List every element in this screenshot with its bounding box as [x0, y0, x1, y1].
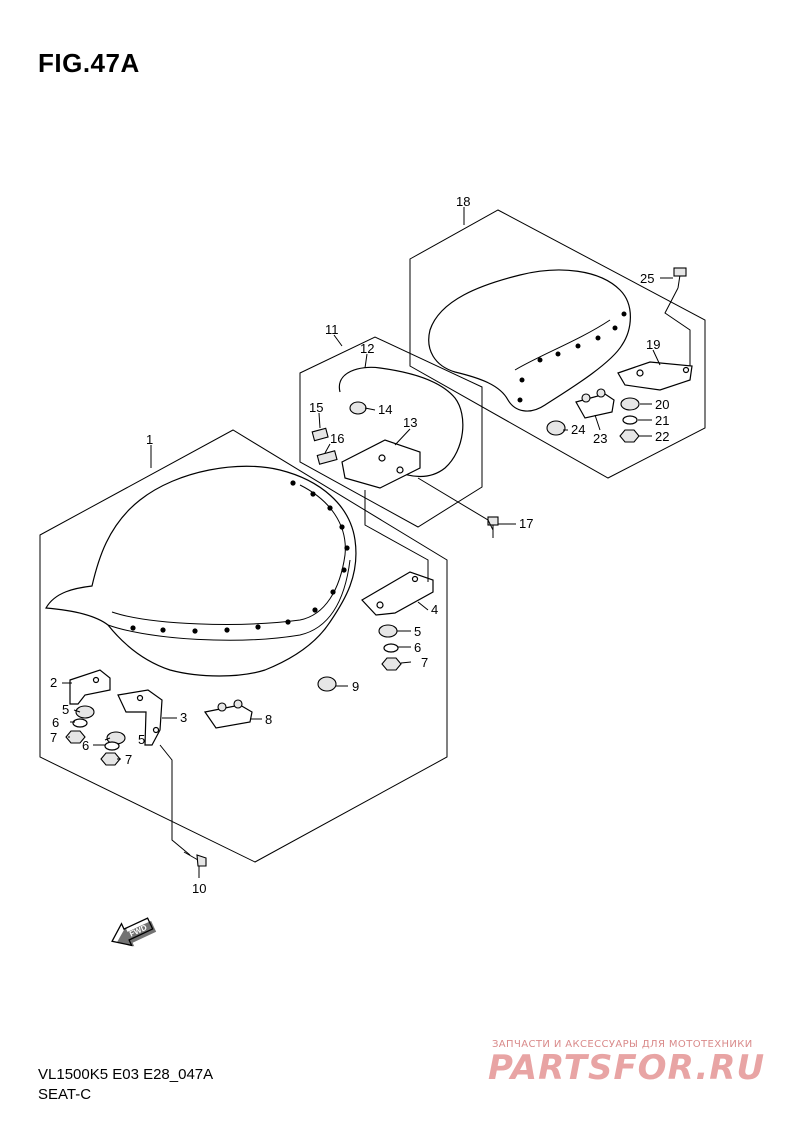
leader-lines: [62, 207, 673, 878]
callout-22: 22: [655, 429, 669, 444]
bracket-13: [341, 439, 421, 489]
callout-12: 12: [360, 341, 374, 356]
callout-23: 23: [593, 431, 607, 446]
rear-seat-part: [428, 269, 631, 412]
cushion-14: [349, 401, 367, 415]
callout-18: 18: [456, 194, 470, 209]
bolt-25: [673, 267, 687, 289]
forward-arrow-icon: FWD: [111, 917, 157, 947]
front-seat-rivets: [130, 480, 350, 634]
callout-9: 9: [352, 679, 359, 694]
watermark-tagline: ЗАПЧАСТИ И АКСЕССУАРЫ ДЛЯ МОТОТЕХНИКИ: [492, 1039, 753, 1050]
callout-5c: 5: [138, 732, 145, 747]
cushion-5: [75, 624, 398, 745]
rear-seat-rivets: [517, 311, 627, 403]
bracket-3: [117, 689, 163, 746]
callout-21: 21: [655, 413, 669, 428]
callout-1: 1: [146, 432, 153, 447]
bracket-19: [617, 361, 693, 391]
callout-8: 8: [265, 712, 272, 727]
pad-16: [316, 450, 338, 465]
callout-19: 19: [646, 337, 660, 352]
callout-4: 4: [431, 602, 438, 617]
washer-6: [72, 643, 399, 751]
nut-7: [65, 657, 402, 766]
model-code: VL1500K5 E03 E28_047A: [38, 1066, 214, 1083]
assembly-lines: [159, 287, 691, 856]
callout-labels: 1 2 3 4 5 5 5 6 6 6 7 7 7 8 9 10 11 12 1…: [50, 194, 669, 896]
bracket-4: [361, 571, 434, 616]
callout-14: 14: [378, 402, 392, 417]
callout-6a: 6: [414, 640, 421, 655]
callout-10: 10: [192, 881, 206, 896]
callout-6c: 6: [82, 738, 89, 753]
stopper-8: [203, 699, 253, 729]
washer-21: [622, 415, 638, 425]
callout-17: 17: [519, 516, 533, 531]
callout-25: 25: [640, 271, 654, 286]
callout-5b: 5: [62, 702, 69, 717]
callout-20: 20: [655, 397, 669, 412]
stopper-23: [575, 388, 615, 419]
rear-seat-group-outline: [409, 209, 706, 479]
callout-15: 15: [309, 400, 323, 415]
callout-11: 11: [325, 322, 339, 337]
front-seat-group-outline: [39, 429, 448, 863]
seat-frame-12: [338, 366, 464, 478]
seat-frame-group-outline: [299, 336, 483, 528]
nut-22: [619, 429, 640, 443]
bolt-17: [487, 516, 499, 538]
cushion-20: [620, 397, 640, 411]
callout-7b: 7: [50, 730, 57, 745]
bolt-10: [183, 851, 207, 867]
cushion-24: [546, 420, 566, 436]
callout-7c: 7: [125, 752, 132, 767]
bracket-2: [69, 669, 111, 705]
pad-15: [311, 427, 329, 442]
figure-title: FIG.47A: [38, 48, 140, 78]
callout-16: 16: [330, 431, 344, 446]
callout-7a: 7: [421, 655, 428, 670]
callout-6b: 6: [52, 715, 59, 730]
callout-3: 3: [180, 710, 187, 725]
section-name: SEAT-C: [38, 1086, 92, 1103]
callout-24: 24: [571, 422, 585, 437]
front-seat-part: [45, 465, 357, 677]
callout-2: 2: [50, 675, 57, 690]
callout-13: 13: [403, 415, 417, 430]
cushion-9: [317, 676, 337, 692]
callout-5a: 5: [414, 624, 421, 639]
watermark-logo: PARTSFOR.RU: [488, 1048, 766, 1088]
